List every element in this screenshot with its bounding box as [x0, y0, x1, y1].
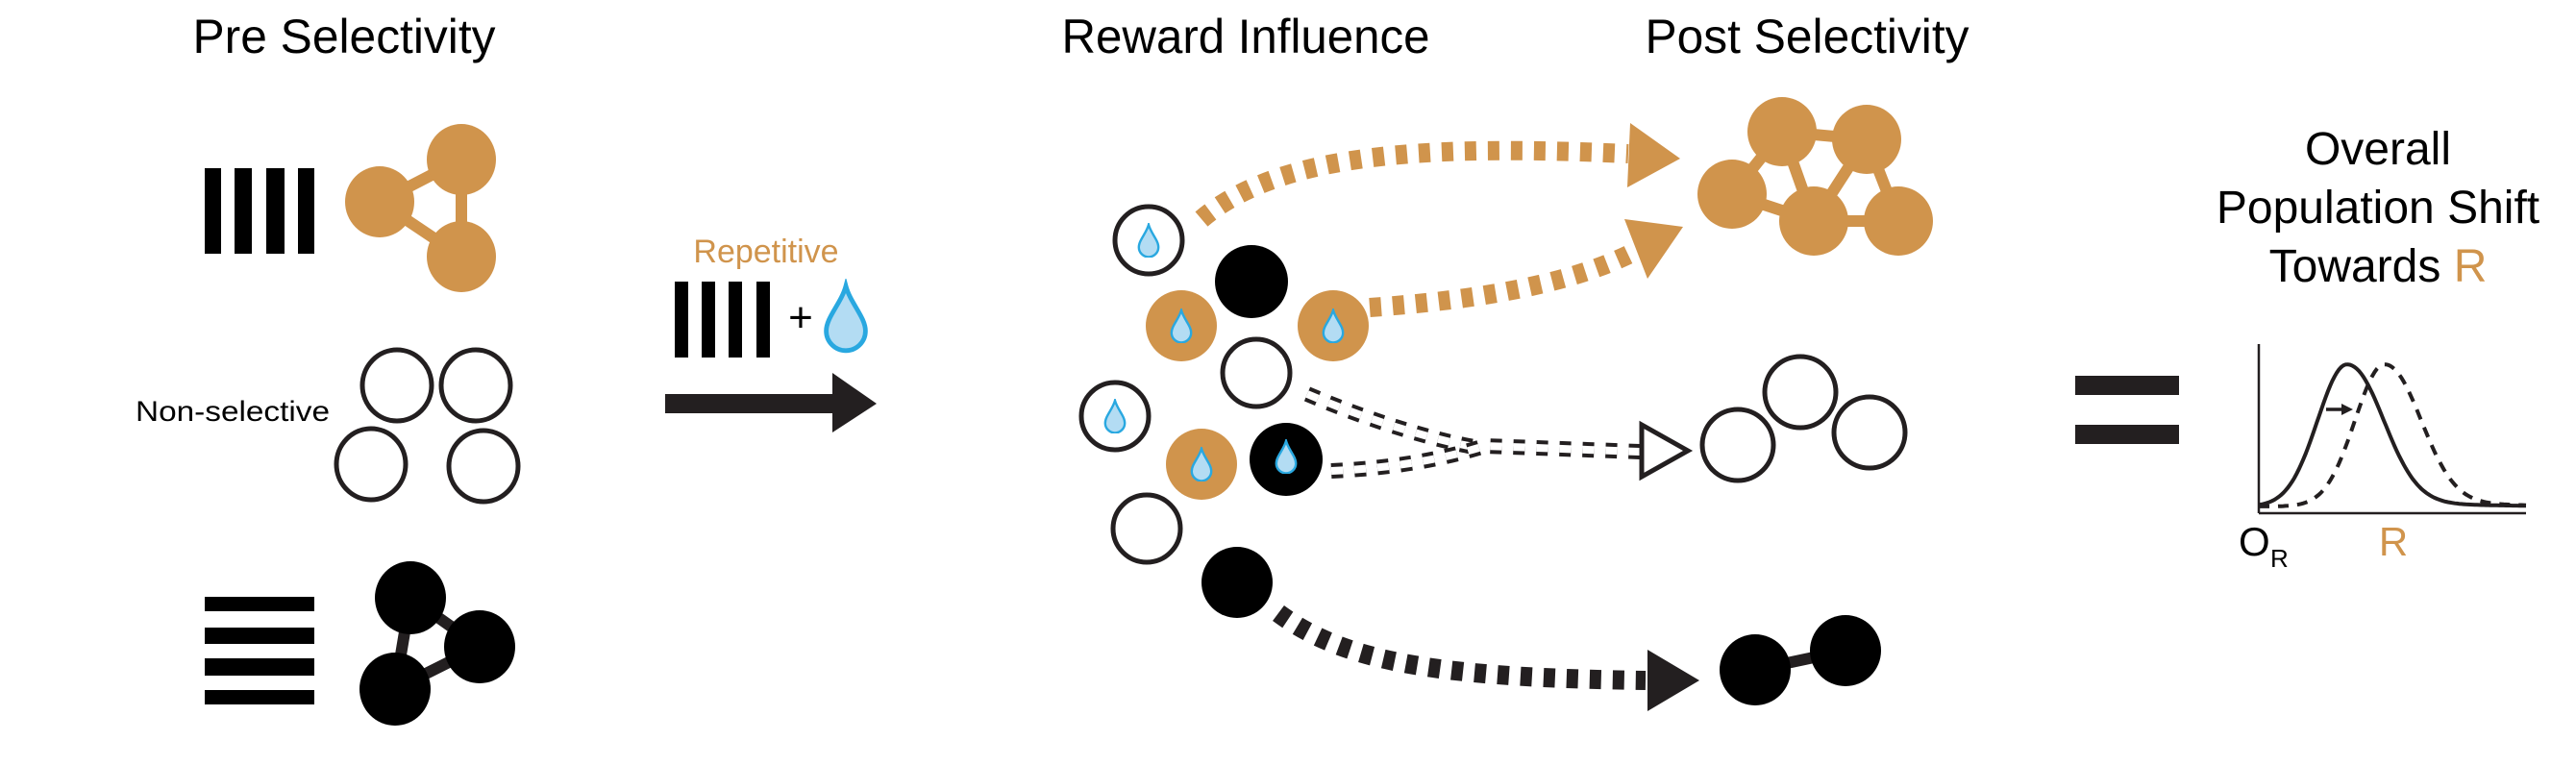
arrow-black-to-black [1273, 605, 1699, 711]
pre-orange-network [345, 124, 496, 292]
hollow-cell [1110, 492, 1183, 565]
hollow-cell [446, 428, 521, 505]
training-vertical-grating-icon [675, 282, 770, 358]
pre-black-network [359, 561, 515, 726]
x-tick-origin-subscript: R [2270, 544, 2289, 573]
orange-cell [1864, 186, 1933, 256]
arrowhead-icon [1627, 123, 1680, 187]
training-arrow-icon [665, 373, 877, 432]
summary-highlight-r: R [2454, 241, 2488, 292]
series-post-curve [2259, 362, 2527, 508]
black-cell [1810, 615, 1881, 686]
hollow-cell [1831, 394, 1908, 471]
non-selective-label: Non-selective [136, 396, 330, 428]
series-pre-curve [2258, 362, 2526, 508]
arrowhead-icon [1624, 219, 1683, 279]
post-black-pair [1720, 615, 1881, 705]
black-cell [1201, 547, 1273, 618]
arrow-hollow-to-orange [1195, 123, 1680, 227]
repetitive-label: Repetitive [693, 234, 838, 270]
plus-sign: + [788, 294, 813, 341]
arrowhead-icon [1647, 650, 1699, 711]
summary-line-1: Overall [2305, 124, 2451, 175]
orange-cell [1779, 186, 1848, 256]
arrow-black-to-hollow [1330, 420, 1694, 481]
black-cell [444, 610, 515, 683]
orange-cell [1697, 160, 1767, 229]
hollow-cell [1699, 407, 1776, 483]
summary-line-3-prefix: Towards [2269, 241, 2441, 292]
water-drop-icon [827, 286, 866, 351]
horizontal-grating-icon [205, 597, 314, 704]
title-reward-influence: Reward Influence [1062, 10, 1430, 63]
black-cell [1215, 245, 1288, 318]
x-tick-origin-label: O [2239, 519, 2270, 564]
reward-cell-cluster [1078, 204, 1369, 618]
pre-nonselective-cells [334, 347, 521, 505]
orange-cell [427, 221, 496, 292]
hollow-arrowhead-icon [1639, 420, 1694, 481]
post-orange-network [1697, 97, 1933, 256]
hollow-cell [1762, 354, 1839, 431]
equals-sign-icon [2075, 376, 2179, 444]
shift-arrow-icon [2326, 404, 2353, 415]
black-cell [1720, 634, 1791, 705]
hollow-cell [1220, 336, 1293, 409]
vertical-grating-icon [205, 168, 314, 254]
orange-cell [345, 166, 414, 237]
hollow-cell [359, 347, 434, 424]
black-cell [359, 653, 431, 726]
title-pre-selectivity: Pre Selectivity [193, 10, 496, 63]
summary-line-2: Population Shift [2217, 183, 2539, 234]
hollow-cell [334, 426, 409, 503]
hollow-cell [438, 347, 513, 424]
arrow-orange-to-orange [1369, 219, 1683, 317]
summary-line-3: Towards R [2269, 241, 2488, 292]
population-shift-chart: O R R [2239, 344, 2527, 573]
x-tick-r-label: R [2379, 519, 2408, 564]
post-hollow-group [1699, 354, 1908, 483]
arrow-hollow-to-hollow [1303, 386, 1482, 456]
black-cell [375, 561, 446, 634]
orange-cell [427, 124, 496, 195]
title-post-selectivity: Post Selectivity [1646, 10, 1969, 63]
orange-cell [1832, 105, 1901, 174]
orange-cell [1747, 97, 1817, 166]
